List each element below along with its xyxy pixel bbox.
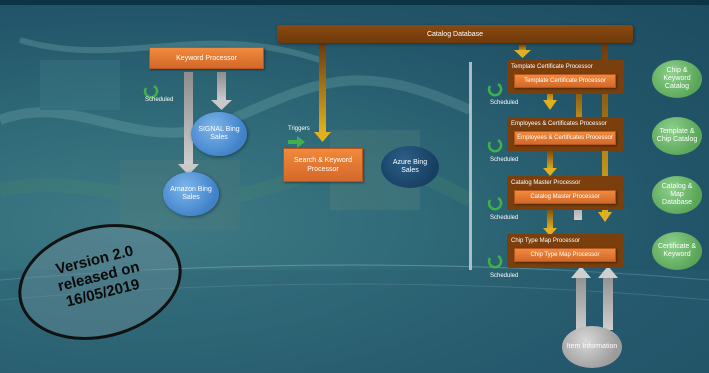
- processor-4-inner: Chip Type Map Processor: [514, 248, 616, 262]
- arrow-catalog-to-center: [314, 44, 331, 142]
- processor-4: Chip Type Map Processor Chip Type Map Pr…: [507, 234, 624, 268]
- processor-2-inner-label: Employees & Certificates Processor: [517, 134, 613, 141]
- top-bar: [0, 0, 709, 5]
- processor-1-header: Template Certificate Processor: [511, 64, 593, 70]
- catalog-banner: Catalog Database: [277, 25, 633, 43]
- processor-2-inner: Employees & Certificates Processor: [514, 131, 616, 145]
- processor-3-inner: Catalog Master Processor: [514, 190, 616, 204]
- scheduled-label-3: Scheduled: [490, 215, 519, 221]
- processor-2-header: Employees & Certificates Processor: [511, 121, 607, 127]
- green-output-circle-2: Template & Chip Catalog: [652, 117, 702, 155]
- processor-2: Employees & Certificates Processor Emplo…: [507, 117, 624, 151]
- navy-sales-circle: Azure Bing Sales: [381, 146, 439, 188]
- arrow-grey-left: [178, 72, 232, 175]
- keyword-processor: Keyword Processor: [149, 47, 264, 69]
- blue-sales-circle-1-label: SIGNAL Bing Sales: [198, 126, 240, 141]
- green-output-circle-4-label: Certificate & Keyword: [657, 243, 697, 258]
- processor-3-header: Catalog Master Processor: [511, 180, 581, 186]
- scheduled-label-2: Scheduled: [490, 157, 519, 163]
- blue-sales-circle-2-label: Amazon Bing Sales: [170, 186, 212, 201]
- center-processor: Search & Keyword Processor: [283, 148, 363, 182]
- green-output-circle-3-label: Catalog & Map Database: [661, 183, 693, 206]
- green-output-circle-1: Chip & Keyword Catalog: [652, 60, 702, 98]
- green-output-circle-3: Catalog & Map Database: [652, 176, 702, 214]
- processor-1-inner-label: Template Certificate Processor: [524, 77, 606, 84]
- item-information-label: Item Information: [566, 343, 618, 350]
- processor-3-inner-label: Catalog Master Processor: [530, 193, 600, 200]
- blue-sales-circle-2: Amazon Bing Sales: [163, 172, 219, 216]
- cycle-icon-p4: [487, 254, 503, 269]
- cycle-icon-p2: [487, 138, 503, 153]
- navy-sales-circle-label: Azure Bing Sales: [392, 159, 428, 174]
- trigger-label: Triggers: [288, 126, 310, 132]
- scheduled-label-1: Scheduled: [490, 100, 519, 106]
- processor-1-inner: Template Certificate Processor: [514, 74, 616, 88]
- scheduled-label-left: Scheduled: [145, 97, 174, 103]
- divider-line: [469, 62, 472, 270]
- green-output-circle-2-label: Template & Chip Catalog: [656, 128, 698, 143]
- item-information-circle: Item Information: [562, 326, 622, 368]
- processor-4-header: Chip Type Map Processor: [511, 238, 580, 244]
- scheduled-label-4: Scheduled: [490, 273, 519, 279]
- blue-sales-circle-1: SIGNAL Bing Sales: [191, 112, 247, 156]
- cycle-icon-left: [143, 84, 159, 99]
- center-processor-label: Search & Keyword Processor: [294, 157, 352, 173]
- processor-3: Catalog Master Processor Catalog Master …: [507, 176, 624, 210]
- catalog-banner-label: Catalog Database: [426, 30, 484, 38]
- cycle-icon-p3: [487, 196, 503, 211]
- processor-4-inner-label: Chip Type Map Processor: [530, 251, 600, 258]
- cycle-icon-p1: [487, 82, 503, 97]
- arrow-trigger: [288, 136, 305, 148]
- green-output-circle-4: Certificate & Keyword: [652, 232, 702, 270]
- keyword-processor-label: Keyword Processor: [176, 54, 237, 62]
- green-output-circle-1-label: Chip & Keyword Catalog: [663, 67, 691, 90]
- processor-1: Template Certificate Processor Template …: [507, 60, 624, 94]
